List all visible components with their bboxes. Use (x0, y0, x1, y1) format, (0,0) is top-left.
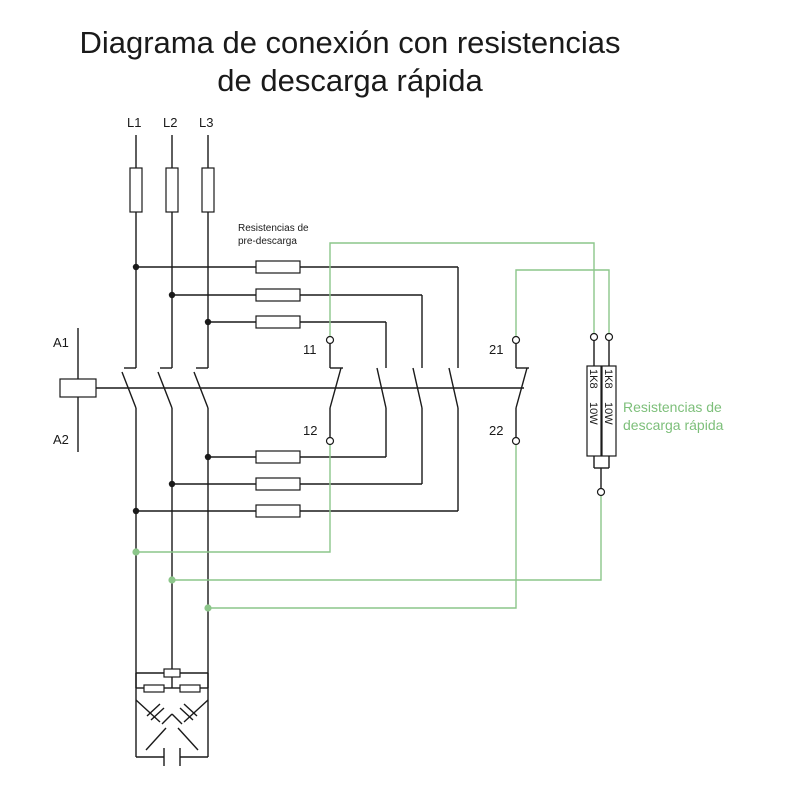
fast-resistor-1-power: 10W (587, 402, 599, 425)
fast-resistor-2-power: 10W (602, 402, 614, 425)
fuse-l1 (129, 167, 143, 213)
capacitor-bank (135, 668, 209, 766)
predischarge-label-line-1: Resistencias de (238, 223, 309, 234)
phase-label-l3: L3 (199, 115, 213, 130)
predischarge-label-line-2: pre-descarga (238, 236, 297, 247)
lower-predischarge-resistors (132, 418, 459, 518)
contact-label-21: 21 (489, 342, 503, 357)
fast-resistor-2-value: 1K8 (602, 369, 614, 389)
coil-label-a1: A1 (53, 335, 69, 350)
main-contacts (121, 367, 209, 418)
contact-11-12 (325, 335, 343, 446)
fuse-l3 (201, 167, 215, 213)
fuse-l2 (165, 167, 179, 213)
contact-label-11: 11 (303, 342, 317, 357)
coil-label-a2: A2 (53, 432, 69, 447)
title-line-2: de descarga rápida (217, 63, 483, 98)
diagram-title: Diagrama de conexión con resistencias de… (0, 24, 700, 100)
contactor-coil (59, 328, 97, 452)
contact-21-22 (511, 335, 529, 446)
fast-resistor-1-value: 1K8 (587, 369, 599, 389)
predischarge-resistor-lower-2 (255, 477, 301, 491)
load-lines (135, 418, 209, 757)
upper-predischarge-resistors (132, 260, 459, 368)
fast-discharge-wiring (132, 242, 610, 612)
contact-label-12: 12 (303, 423, 317, 438)
title-line-1: Diagrama de conexión con resistencias (79, 25, 621, 60)
predischarge-resistor-lower-1 (255, 450, 301, 464)
predischarge-contacts (376, 367, 459, 418)
fast-discharge-resistors: 1K8 10W 1K8 10W (586, 332, 617, 497)
predischarge-resistor-upper-2 (255, 288, 301, 302)
fast-label-line-2: descarga rápida (623, 417, 724, 433)
predischarge-resistor-upper-3 (255, 315, 301, 329)
predischarge-resistor-lower-3 (255, 504, 301, 518)
supply-lines (129, 135, 215, 368)
phase-label-l2: L2 (163, 115, 177, 130)
predischarge-resistor-upper-1 (255, 260, 301, 274)
phase-label-l1: L1 (127, 115, 141, 130)
fast-label-line-1: Resistencias de (623, 399, 722, 415)
contact-label-22: 22 (489, 423, 503, 438)
